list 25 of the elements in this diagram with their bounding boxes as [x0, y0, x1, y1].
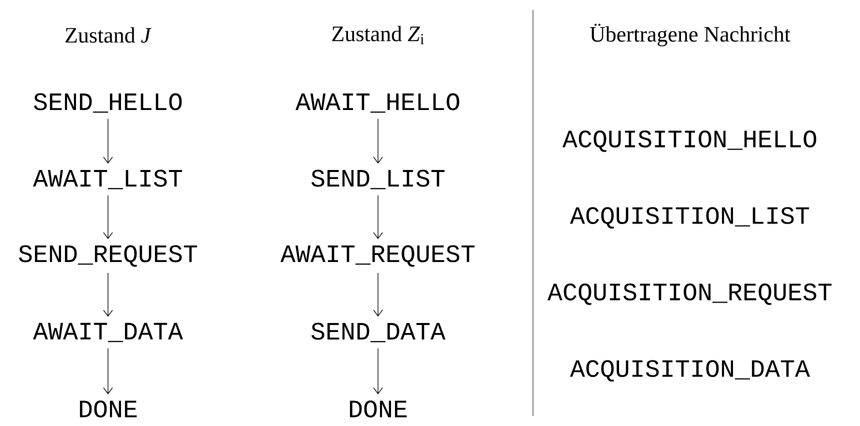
state-name: SEND_DATA	[311, 322, 446, 342]
state-name: AWAIT_REQUEST	[280, 245, 475, 267]
state-name: DONE	[80, 400, 137, 418]
arrow	[373, 272, 383, 317]
arrow	[103, 195, 113, 240]
arrow	[103, 118, 113, 164]
arrow	[373, 195, 383, 240]
message-name: ACQUISITION_LIST	[570, 207, 810, 229]
column-heading: Übertragene Nachricht	[590, 24, 790, 46]
arrow	[103, 348, 113, 394]
state-name: AWAIT_DATA	[33, 322, 183, 342]
state-name: SEND_REQUEST	[18, 245, 198, 267]
arrow	[103, 272, 113, 317]
message-name: ACQUISITION_HELLO	[562, 130, 816, 152]
state-name: SEND_HELLO	[34, 93, 182, 113]
state-name: SEND_LIST	[311, 170, 445, 190]
column-heading: Zustand J	[66, 27, 152, 43]
column-heading: Zustand Z$_{i}$	[332, 26, 424, 44]
state-name: AWAIT_LIST	[33, 170, 182, 190]
message-name: ACQUISITION_REQUEST	[547, 283, 832, 305]
state-name: AWAIT_HELLO	[296, 93, 460, 113]
state-name: DONE	[350, 400, 407, 418]
message-name: ACQUISITION_DATA	[570, 360, 810, 382]
arrow	[373, 118, 383, 164]
arrow	[373, 348, 383, 394]
